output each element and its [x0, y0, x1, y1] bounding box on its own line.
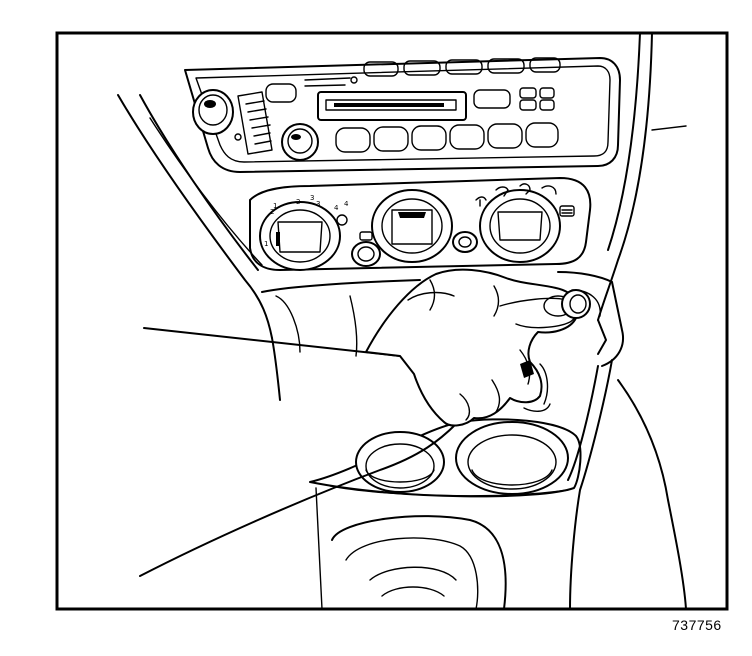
fan-dial-marks: 1 2 3 4: [264, 194, 349, 248]
fan-mark-2: 2: [270, 208, 274, 216]
mode-icons: [475, 183, 575, 217]
svg-text:1: 1: [273, 202, 277, 210]
console-body: [261, 271, 687, 610]
fan-mark-4: 4: [344, 200, 349, 208]
radio-unit: [184, 57, 621, 173]
svg-text:4: 4: [334, 204, 339, 212]
svg-text:3: 3: [316, 200, 320, 208]
dashboard-contour: [117, 32, 687, 339]
fan-mark-1: 1: [264, 240, 268, 248]
figure-frame: [55, 31, 729, 611]
hand-illustration: [139, 268, 601, 577]
fan-mark-3: 3: [310, 194, 314, 202]
figure-number: 737756: [672, 617, 722, 633]
climate-control-panel: 1 2 3 4: [249, 177, 592, 271]
svg-text:2: 2: [296, 198, 300, 206]
